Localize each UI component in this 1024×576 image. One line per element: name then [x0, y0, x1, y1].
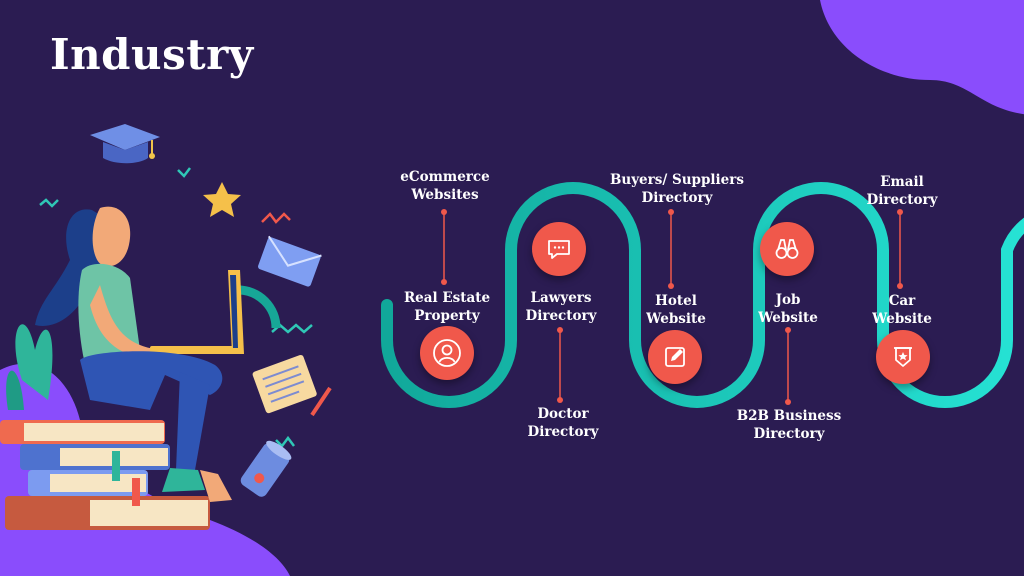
marker-hotel	[648, 330, 702, 384]
woman-studying-illustration	[0, 124, 332, 530]
marker-job	[760, 222, 814, 276]
badge-star-icon	[894, 347, 912, 367]
edit-icon	[665, 347, 685, 367]
marker-car	[876, 330, 930, 384]
chat-icon	[548, 240, 570, 259]
industry-timeline-wave	[381, 182, 1024, 408]
user-icon	[433, 339, 461, 367]
notepad-icon	[252, 354, 317, 414]
marker-real-estate	[420, 326, 474, 380]
slide-title: Industry	[50, 30, 254, 79]
star-icon	[203, 182, 241, 217]
binoculars-icon	[775, 239, 799, 259]
envelope-icon	[258, 235, 322, 287]
marker-lawyers	[532, 222, 586, 276]
diploma-icon	[240, 440, 292, 497]
decorative-blob-top-right	[820, 0, 1024, 115]
graduation-cap-icon	[90, 124, 160, 164]
